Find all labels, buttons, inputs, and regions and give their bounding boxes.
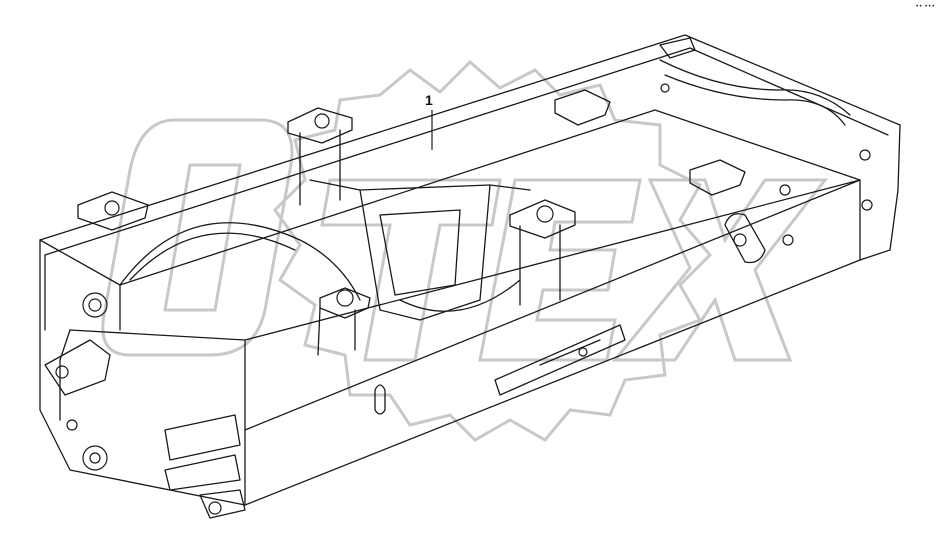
watermark-letters <box>101 118 829 362</box>
corner-mark: •• ••• <box>915 3 935 10</box>
watermark-gear <box>273 59 713 442</box>
frame-assembly <box>39 34 901 519</box>
callout-label-1: 1 <box>425 92 433 108</box>
holes <box>55 83 873 515</box>
